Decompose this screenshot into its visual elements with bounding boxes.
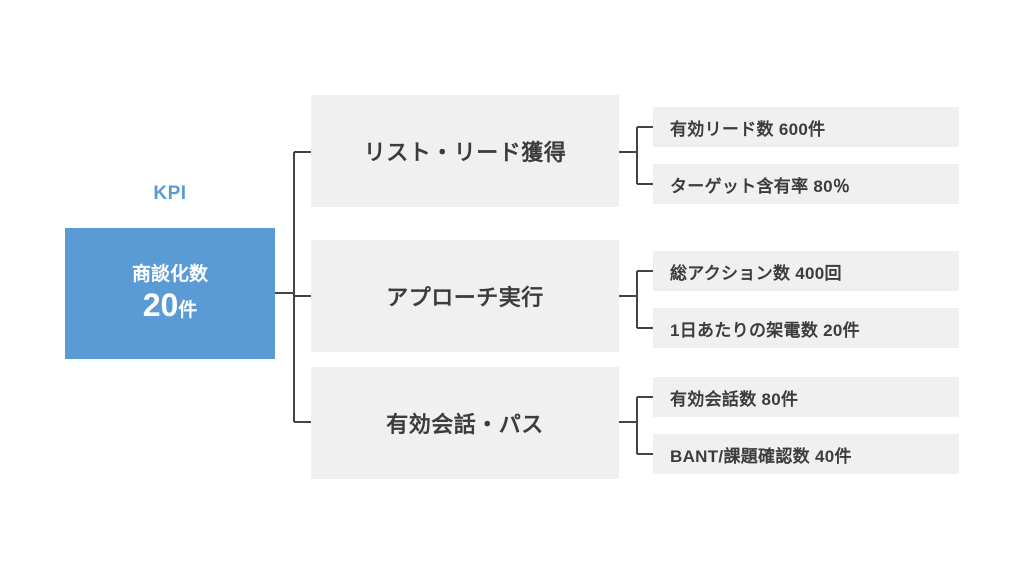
- metric-box-1-1[interactable]: 有効リード数 600件: [653, 107, 959, 147]
- kpi-root-box[interactable]: 商談化数 20 件: [65, 228, 275, 359]
- metric-box-2-1[interactable]: 総アクション数 400回: [653, 251, 959, 291]
- kpi-root-value-row: 20 件: [143, 288, 198, 323]
- driver-box-3[interactable]: 有効会話・パス: [311, 367, 619, 479]
- kpi-caption: KPI: [153, 183, 187, 204]
- metric-box-1-2[interactable]: ターゲット含有率 80％: [653, 164, 959, 204]
- metric-box-2-2[interactable]: 1日あたりの架電数 20件: [653, 308, 959, 348]
- kpi-root-unit: 件: [178, 300, 198, 322]
- kpi-root-value: 20: [142, 287, 179, 324]
- kpi-root-name: 商談化数: [131, 263, 208, 285]
- metric-box-3-1[interactable]: 有効会話数 80件: [653, 377, 959, 417]
- metric-box-3-2[interactable]: BANT/課題確認数 40件: [653, 434, 959, 474]
- driver-box-1[interactable]: リスト・リード獲得: [311, 95, 619, 207]
- driver-box-2[interactable]: アプローチ実行: [311, 240, 619, 352]
